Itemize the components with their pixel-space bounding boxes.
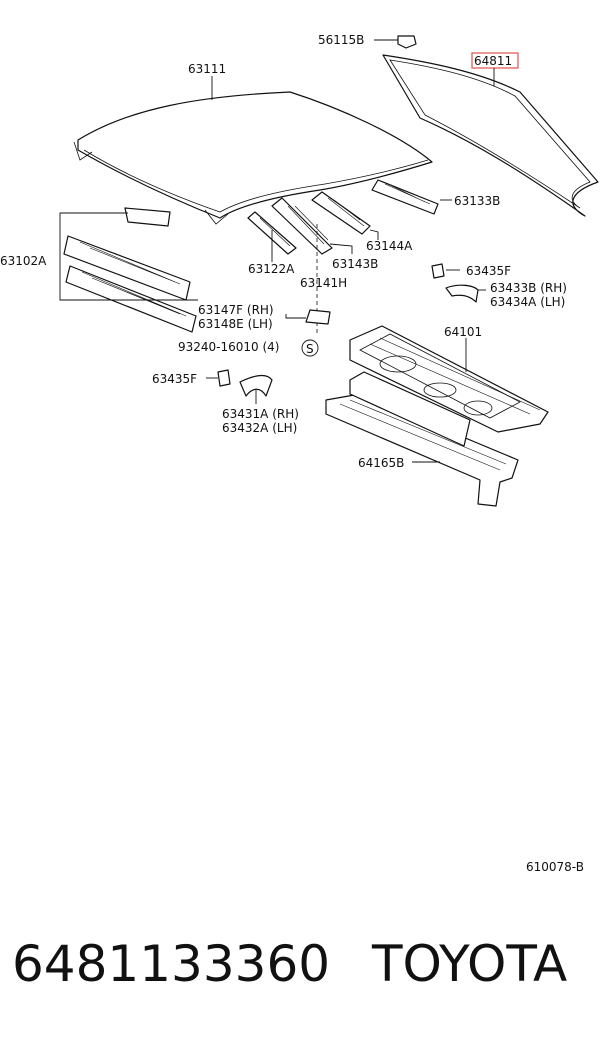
label-64101: 64101	[444, 325, 482, 339]
label-64811: 64811	[474, 54, 512, 68]
clip-56115b	[374, 35, 417, 49]
diagram-code: 610078-B	[526, 860, 584, 874]
label-63102a: 63102A	[0, 254, 47, 268]
label-56115b: 56115B	[318, 33, 364, 47]
label-63147f: 63147F (RH)	[198, 303, 274, 317]
label-63148e: 63148E (LH)	[198, 317, 273, 331]
label-63141h: 63141H	[300, 276, 347, 290]
clip-63435f-right	[431, 263, 460, 279]
roof-bow-middle	[311, 191, 379, 240]
label-93240: 93240-16010 (4)	[178, 340, 280, 354]
footer: 6481133360 TOYOTA	[0, 935, 600, 1015]
label-63144a: 63144A	[366, 239, 413, 253]
brand-name: TOYOTA	[372, 935, 568, 993]
bracket-63147f	[285, 309, 331, 325]
part-number: 6481133360	[12, 935, 331, 993]
label-63122a: 63122A	[248, 262, 295, 276]
bolt-symbol	[301, 339, 319, 357]
rear-window-glass	[382, 54, 599, 217]
label-63432a: 63432A (LH)	[222, 421, 297, 435]
bracket-63431a	[239, 374, 273, 404]
roof-panel	[73, 76, 433, 225]
label-63435f-left: 63435F	[152, 372, 197, 386]
bracket-63433b	[445, 284, 486, 303]
roof-bow-rear	[371, 179, 452, 215]
label-63434a: 63434A (LH)	[490, 295, 565, 309]
label-63143b: 63143B	[332, 257, 378, 271]
clip-63435f-left	[206, 369, 231, 387]
label-63111: 63111	[188, 62, 226, 76]
label-s-symbol: S	[306, 342, 314, 356]
label-64165b: 64165B	[358, 456, 404, 470]
highlight-box	[471, 52, 519, 69]
label-63431a: 63431A (RH)	[222, 407, 299, 421]
label-63133b: 63133B	[454, 194, 500, 208]
package-tray	[349, 325, 549, 433]
front-header-panel	[59, 207, 198, 333]
label-63433b: 63433B (RH)	[490, 281, 567, 295]
roof-bow-left	[247, 211, 297, 262]
lower-panel	[325, 371, 519, 507]
label-63435f-right: 63435F	[466, 264, 511, 278]
